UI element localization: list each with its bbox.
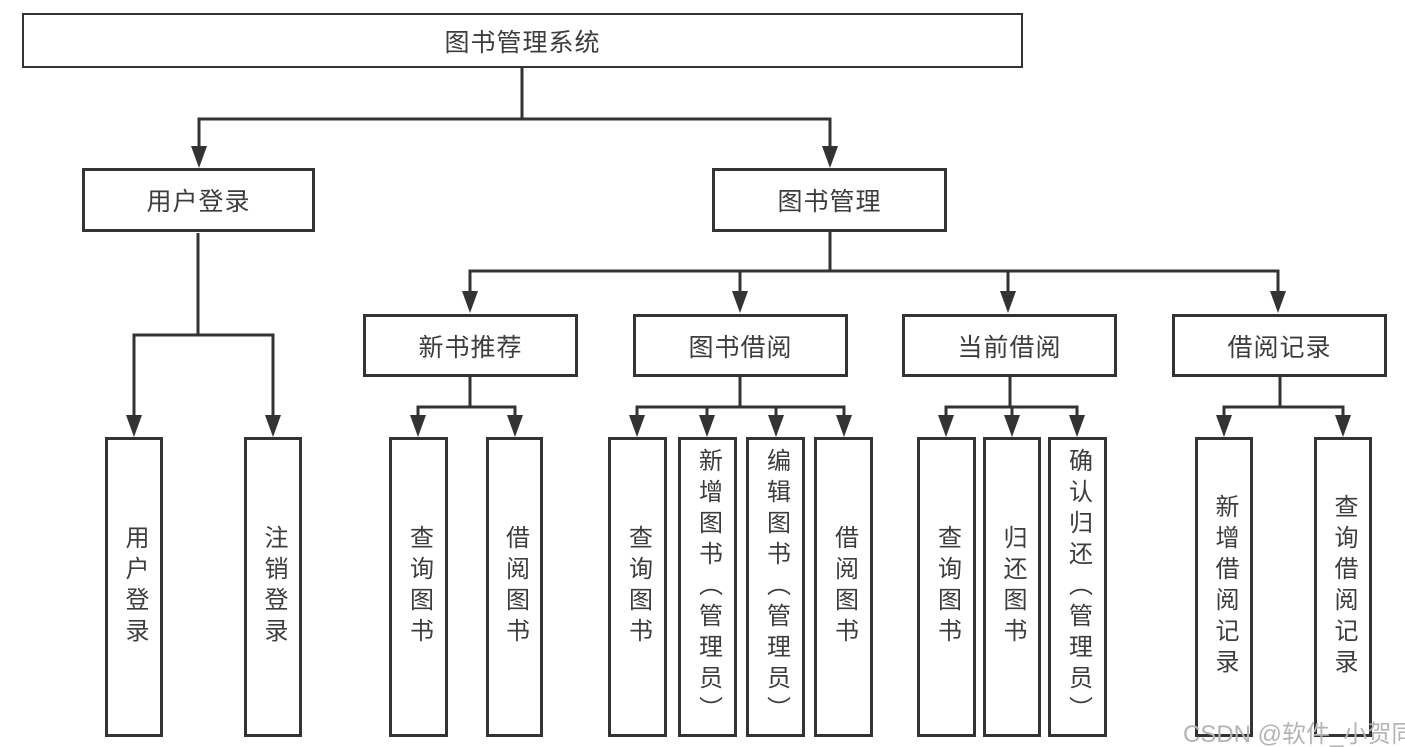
node-label: 查询图书	[933, 525, 961, 649]
node-label: 图书管理	[777, 188, 882, 216]
node-label: 当前借阅	[957, 333, 1062, 362]
leaf-return-book: 归还图书	[983, 437, 1041, 737]
arrow-down-icon	[1000, 291, 1016, 313]
csdn-watermark: CSDN @软件_小贺同学	[1183, 721, 1405, 747]
node-new-book-recommend: 新书推荐	[363, 314, 578, 377]
node-user-login-branch: 用户登录	[82, 168, 315, 232]
leaf-confirm-return-admin: 确认归还（管理员）	[1048, 437, 1107, 737]
arrow-down-icon	[191, 146, 207, 168]
connector-root-to-branches	[191, 68, 838, 168]
arrow-down-icon	[629, 415, 645, 437]
node-book-management-branch: 图书管理	[712, 168, 947, 232]
leaf-add-book-admin: 新增图书（管理员）	[678, 437, 737, 737]
connector-book-borrow-group	[629, 377, 852, 437]
node-current-borrow: 当前借阅	[902, 314, 1117, 377]
node-label: 归还图书	[999, 525, 1026, 649]
arrow-down-icon	[1069, 415, 1085, 437]
node-label: 编辑图书（管理员）	[762, 447, 790, 727]
node-label: 借阅图书	[501, 525, 529, 649]
leaf-edit-book-admin: 编辑图书（管理员）	[746, 437, 805, 737]
node-label: 注销登录	[260, 525, 287, 649]
leaf-query-books-borrow: 查询图书	[608, 437, 667, 737]
arrow-down-icon	[768, 415, 784, 437]
node-borrow-records: 借阅记录	[1172, 314, 1387, 377]
arrow-down-icon	[265, 415, 281, 437]
arrow-down-icon	[1216, 415, 1232, 437]
arrow-down-icon	[462, 291, 478, 313]
arrow-down-icon	[836, 415, 852, 437]
leaf-borrow-books-recommend: 借阅图书	[486, 437, 543, 737]
node-label: 用户登录	[146, 188, 251, 216]
arrow-down-icon	[126, 415, 142, 437]
arrow-down-icon	[1004, 415, 1020, 437]
node-label: 用户登录	[121, 525, 148, 649]
arrow-down-icon	[732, 291, 748, 313]
node-label: 查询借阅记录	[1330, 494, 1357, 680]
node-library-management-system: 图书管理系统	[22, 13, 1023, 68]
node-label: 查询图书	[405, 525, 433, 649]
arrow-down-icon	[938, 415, 954, 437]
arrow-down-icon	[822, 146, 838, 168]
node-label: 新书推荐	[418, 333, 523, 362]
connector-borrow-records-group	[1216, 377, 1351, 437]
arrow-down-icon	[507, 415, 523, 437]
connector-user-branch	[126, 233, 281, 437]
leaf-query-books-recommend: 查询图书	[389, 437, 448, 737]
arrow-down-icon	[699, 415, 715, 437]
node-label: 借阅记录	[1227, 333, 1332, 362]
leaf-user-login: 用户登录	[105, 437, 163, 737]
arrow-down-icon	[1270, 291, 1286, 313]
arrow-down-icon	[410, 415, 426, 437]
leaf-add-borrow-record: 新增借阅记录	[1195, 437, 1253, 737]
arrow-down-icon	[1335, 415, 1351, 437]
leaf-logout: 注销登录	[244, 437, 302, 737]
leaf-borrow-books: 借阅图书	[814, 437, 873, 737]
node-label: 查询图书	[624, 525, 652, 649]
connector-new-book-group	[410, 377, 523, 437]
node-label: 确认归还（管理员）	[1064, 447, 1092, 727]
connector-current-borrow-group	[938, 377, 1085, 437]
leaf-query-borrow-record: 查询借阅记录	[1314, 437, 1372, 737]
node-label: 借阅图书	[830, 525, 858, 649]
node-label: 图书借阅	[688, 333, 793, 362]
node-label: 新增借阅记录	[1211, 494, 1238, 680]
node-label: 图书管理系统	[444, 28, 601, 57]
node-label: 新增图书（管理员）	[694, 447, 722, 727]
node-book-borrow: 图书借阅	[633, 314, 848, 377]
leaf-query-books-current: 查询图书	[917, 437, 976, 737]
connector-book-branch	[462, 232, 1286, 313]
